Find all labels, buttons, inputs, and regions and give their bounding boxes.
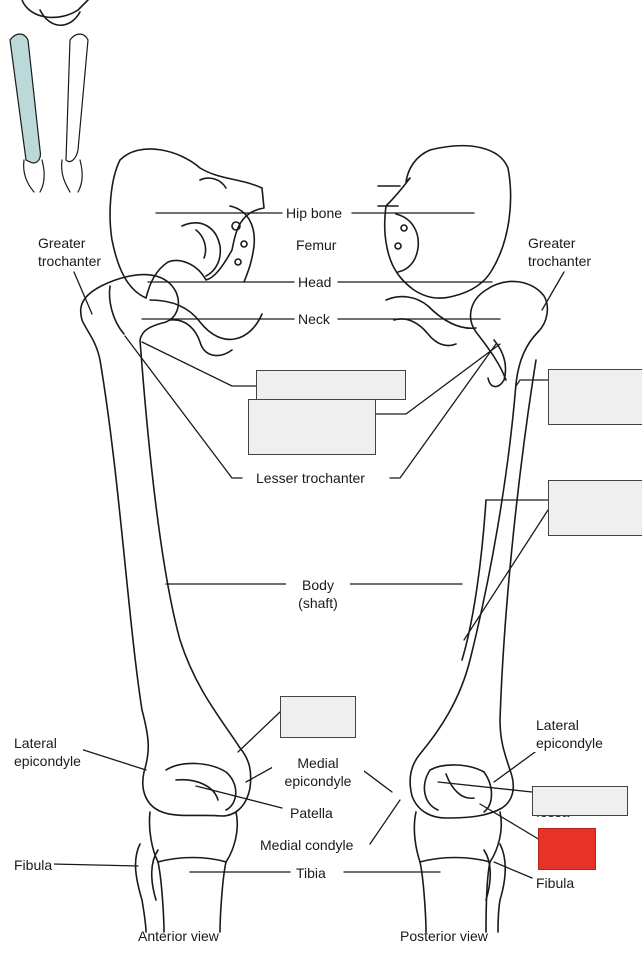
label-lateral-epicondyle-anterior: Lateral epicondyle bbox=[12, 734, 83, 770]
label-medial-epicondyle: Medial epicondyle bbox=[272, 754, 364, 790]
answer-box-2[interactable] bbox=[248, 399, 376, 455]
answer-box-4[interactable] bbox=[548, 480, 642, 536]
answer-box-7-highlighted[interactable] bbox=[538, 828, 596, 870]
answer-box-1[interactable] bbox=[256, 370, 406, 400]
thumbnail-skeleton bbox=[9, 0, 89, 193]
label-tibia: Tibia bbox=[294, 864, 328, 882]
answer-box-3[interactable] bbox=[548, 369, 642, 425]
leader-lines bbox=[51, 212, 565, 879]
label-hip-bone: Hip bone bbox=[284, 204, 345, 222]
anterior-hip-bone bbox=[109, 148, 265, 357]
anterior-knee-tibia-fibula bbox=[134, 811, 239, 933]
answer-box-6[interactable] bbox=[532, 786, 628, 816]
label-head: Head bbox=[296, 273, 334, 291]
label-femur: Femur bbox=[294, 236, 339, 254]
label-patella: Patella bbox=[288, 804, 335, 822]
posterior-femur bbox=[409, 280, 549, 819]
label-medial-condyle: Medial condyle bbox=[258, 836, 356, 854]
label-lesser-trochanter: Lesser trochanter bbox=[254, 469, 367, 487]
anterior-femur bbox=[79, 273, 252, 817]
label-fibula-anterior: Fibula bbox=[12, 856, 55, 874]
label-greater-trochanter-anterior: Greater trochanter bbox=[36, 234, 104, 270]
posterior-knee-tibia-fibula bbox=[413, 811, 507, 933]
label-fibula-posterior: Fibula bbox=[534, 874, 577, 892]
label-body-shaft: Body (shaft) bbox=[286, 576, 350, 612]
label-greater-trochanter-posterior: Greater trochanter bbox=[526, 234, 594, 270]
answer-box-5[interactable] bbox=[280, 696, 356, 738]
label-lateral-epicondyle-posterior: Lateral epicondyle bbox=[534, 716, 605, 752]
caption-posterior-view: Posterior view bbox=[400, 928, 488, 944]
label-neck: Neck bbox=[296, 310, 332, 328]
caption-anterior-view: Anterior view bbox=[138, 928, 219, 944]
posterior-hip-bone bbox=[377, 144, 512, 347]
